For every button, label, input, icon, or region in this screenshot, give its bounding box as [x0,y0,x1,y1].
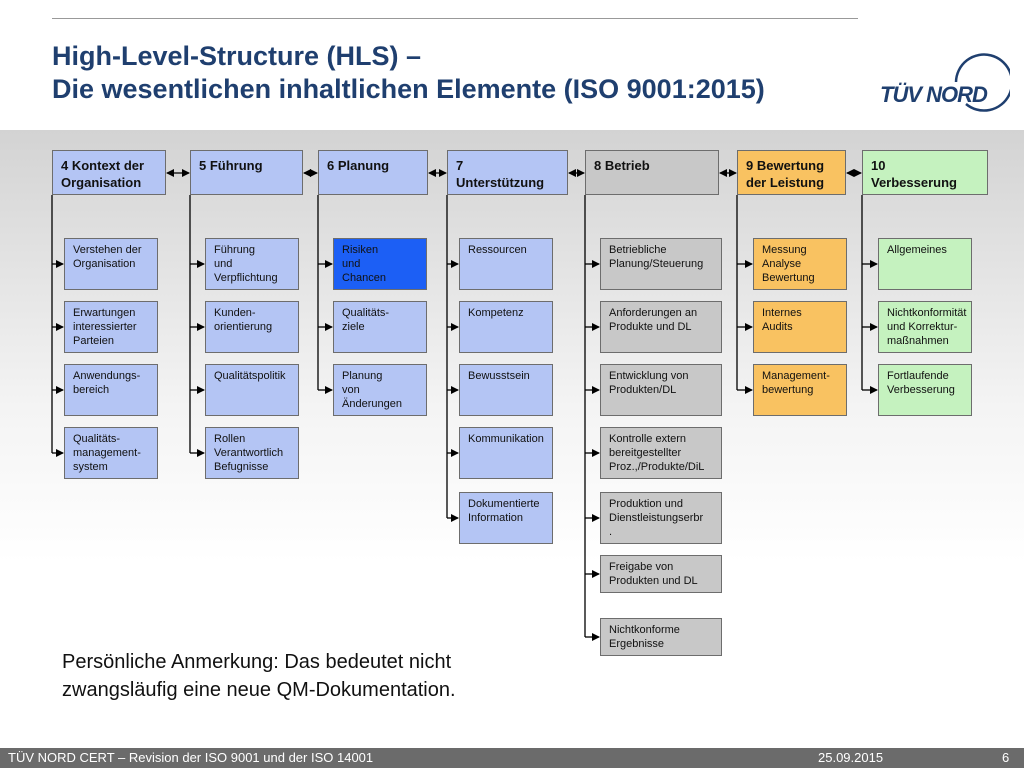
column-header-7: 7 Unterstützung [447,150,568,195]
logo-arc-icon [954,53,1010,112]
column-header-5: 5 Führung [190,150,303,195]
element-box: Qualitäts- ziele [333,301,427,353]
element-box: Rollen Verantwortlich Befugnisse [205,427,299,479]
footer-page-number: 6 [1002,750,1010,765]
column-header-9: 9 Bewertung der Leistung [737,150,846,195]
logo-text: TÜV NORD [880,82,988,107]
element-box: Nichtkonformität und Korrektur- maßnahme… [878,301,972,353]
title-line-1: High-Level-Structure (HLS) – [52,41,422,71]
personal-note: Persönliche Anmerkung: Das bedeutet nich… [62,651,456,701]
column-header-10: 10 Verbesserung [862,150,988,195]
element-box: Management- bewertung [753,364,847,416]
element-box: Qualitätspolitik [205,364,299,416]
top-divider [52,18,858,19]
element-box: Kontrolle extern bereitgestellter Proz.,… [600,427,722,479]
element-box: Anforderungen an Produkte und DL [600,301,722,353]
column-header-6: 6 Planung [318,150,428,195]
element-box: Dokumentierte Information [459,492,553,544]
column-header-8: 8 Betrieb [585,150,719,195]
element-box: Kunden- orientierung [205,301,299,353]
element-box: Fortlaufende Verbesserung [878,364,972,416]
footer-bar: TÜV NORD CERT – Revision der ISO 9001 un… [0,748,1024,768]
element-box: Planung von Änderungen [333,364,427,416]
element-box: Allgemeines [878,238,972,290]
element-box: Produktion und Dienstleistungserbr . [600,492,722,544]
element-box: Freigabe von Produkten und DL [600,555,722,593]
element-box: Kompetenz [459,301,553,353]
column-header-4: 4 Kontext der Organisation [52,150,166,195]
connector-lines [51,169,878,641]
element-box: Erwartungen interessierter Parteien [64,301,158,353]
element-box: Verstehen der Organisation [64,238,158,290]
title-line-2: Die wesentlichen inhaltlichen Elemente (… [52,74,765,104]
tuev-nord-logo: TÜV NORD [870,42,1010,122]
element-box: Ressourcen [459,238,553,290]
element-box: Internes Audits [753,301,847,353]
element-box: Kommunikation [459,427,553,479]
element-box: Betriebliche Planung/Steuerung [600,238,722,290]
element-box: Bewusstsein [459,364,553,416]
element-box: Führung und Verpflichtung [205,238,299,290]
element-box: Nichtkonforme Ergebnisse [600,618,722,656]
element-box: Entwicklung von Produkten/DL [600,364,722,416]
footer-date: 25.09.2015 [818,750,884,765]
element-box: Risiken und Chancen [333,238,427,290]
footer-title: TÜV NORD CERT – Revision der ISO 9001 un… [8,750,374,765]
element-box: Anwendungs- bereich [64,364,158,416]
element-box: Qualitäts- management- system [64,427,158,479]
slide-title: High-Level-Structure (HLS) – Die wesentl… [52,40,765,106]
element-box: Messung Analyse Bewertung [753,238,847,290]
